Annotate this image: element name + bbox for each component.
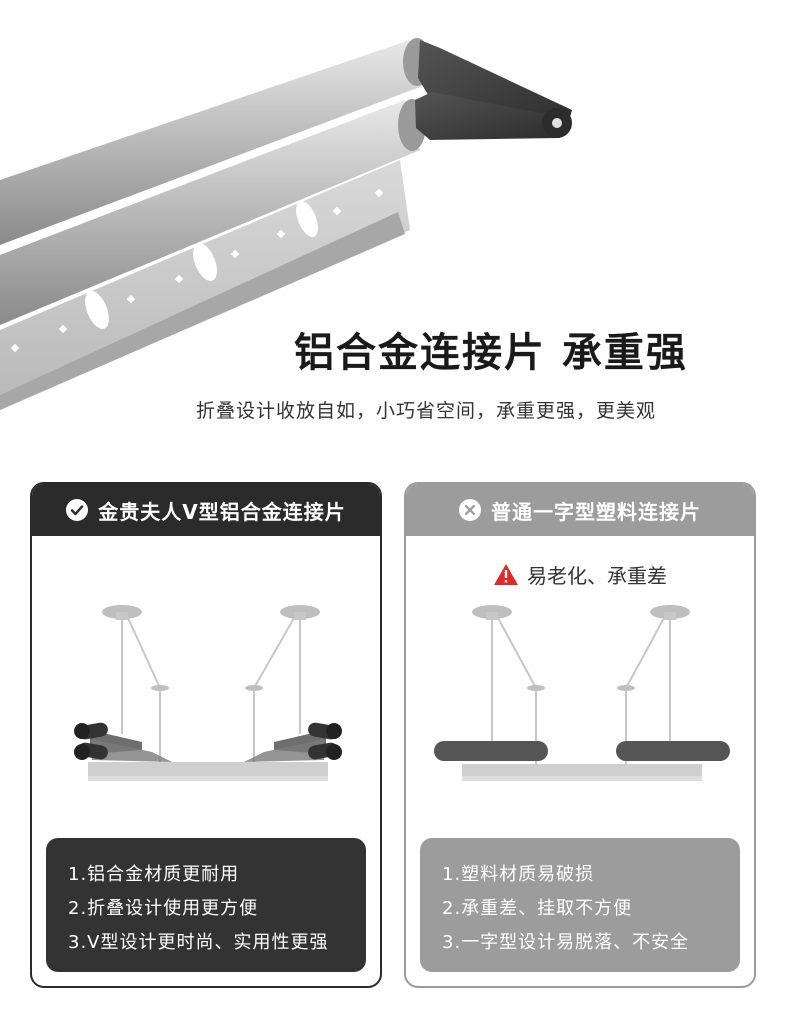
flat-bracket-rack-diagram [434, 605, 730, 781]
plastic-bracket-card: 普通一字型塑料连接片 易老化、承重差 1.塑 [404, 482, 756, 988]
bracket-screw [552, 118, 562, 128]
feature-item: 1.塑料材质易破损 [442, 864, 595, 885]
feature-item: 1.铝合金材质更耐用 [68, 864, 240, 885]
aluminum-bracket-illustration [0, 38, 572, 410]
upper-pole [0, 40, 425, 245]
lower-rail [0, 212, 405, 410]
v-bracket-rack-diagram [74, 605, 342, 781]
feature-item: 3.V型设计更时尚、实用性更强 [68, 932, 329, 953]
v-bracket-lower-arm [415, 92, 566, 140]
subheadline: 折叠设计收放自如，小巧省空间，承重更强，更美观 [196, 400, 657, 422]
plate-small-holes [10, 188, 384, 353]
warning-note: 易老化、承重差 [406, 560, 754, 589]
plate-hole [85, 291, 109, 329]
headline: 铝合金连接片 承重强 [294, 330, 688, 376]
x-circle-icon [459, 499, 481, 521]
middle-pole [0, 100, 420, 325]
card-header: 金贵夫人V型铝合金连接片 [32, 484, 380, 536]
v-bracket-card: 金贵夫人V型铝合金连接片 [30, 482, 382, 988]
plate-hole [296, 201, 318, 237]
feature-item: 2.承重差、挂取不方便 [442, 898, 633, 919]
card-header: 普通一字型塑料连接片 [406, 484, 754, 536]
check-circle-icon [66, 499, 89, 521]
card-title: 普通一字型塑料连接片 [491, 499, 701, 524]
card-title: 金贵夫人V型铝合金连接片 [98, 499, 346, 524]
warning-triangle-icon [494, 564, 518, 585]
feature-item: 3.一字型设计易脱落、不安全 [442, 932, 690, 953]
plate-hole [193, 243, 217, 281]
feature-list: 1.铝合金材质更耐用 2.折叠设计使用更方便 3.V型设计更时尚、实用性更强 [46, 838, 366, 972]
v-bracket-upper-arm [418, 40, 572, 132]
feature-item: 2.折叠设计使用更方便 [68, 898, 259, 919]
feature-list: 1.塑料材质易破损 2.承重差、挂取不方便 3.一字型设计易脱落、不安全 [420, 838, 740, 972]
warning-text: 易老化、承重差 [527, 564, 667, 588]
hero-section: 铝合金连接片 承重强 折叠设计收放自如，小巧省空间，承重更强，更美观 [0, 0, 790, 430]
